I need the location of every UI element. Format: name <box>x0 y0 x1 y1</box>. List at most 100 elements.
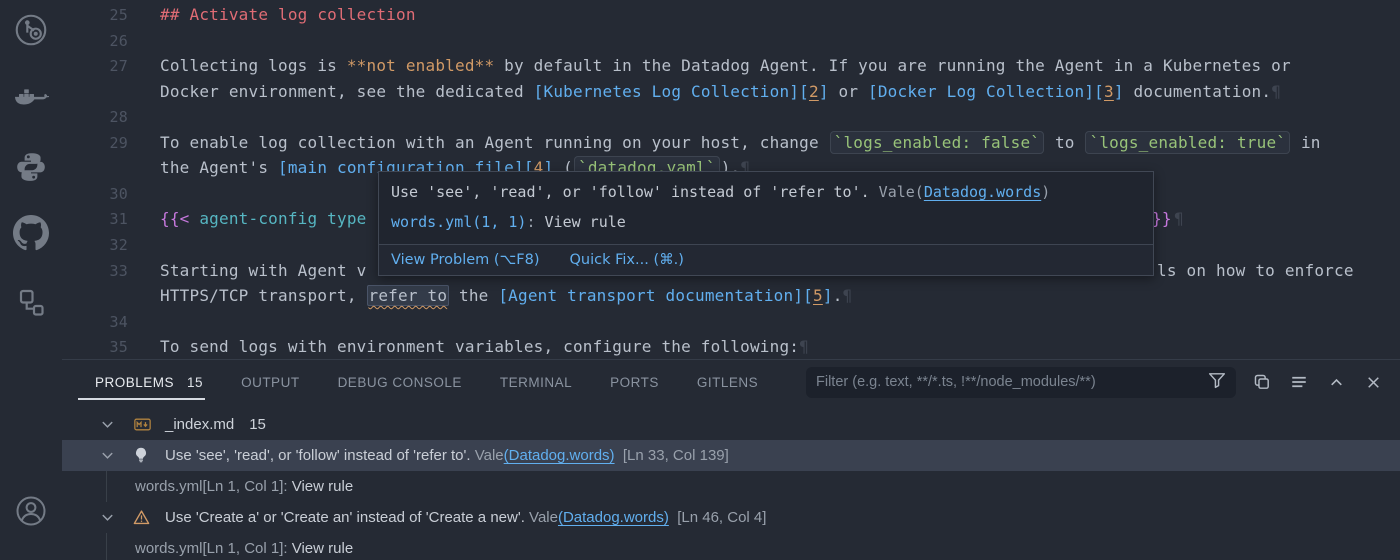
tab-label: PROBLEMS <box>95 374 175 390</box>
problem-text-segment: [Ln 46, Col 4] <box>677 509 767 526</box>
markdown-link[interactable]: ] <box>822 286 833 306</box>
markdown-link[interactable]: ] <box>543 158 554 178</box>
problem-hover-tooltip: Use 'see', 'read', or 'follow' instead o… <box>378 171 1154 276</box>
activity-bar-item-extension-scan[interactable] <box>0 6 62 54</box>
line-number: 33 <box>109 261 128 280</box>
markdown-link[interactable]: 4 <box>533 158 544 178</box>
code-content: Collecting logs is **not enabled** by de… <box>160 53 1400 79</box>
markdown-link[interactable]: ] <box>1113 81 1124 101</box>
code-content: To send logs with environment variables,… <box>160 334 1400 359</box>
filter-funnel-icon[interactable] <box>1208 371 1226 389</box>
line-number: 30 <box>109 184 128 203</box>
code-line-31: 31{{< agent-config type}}¶ <box>62 206 1400 232</box>
code-segment: To send logs with environment variables,… <box>160 337 800 357</box>
code-line-27: 27 Collecting logs is **not enabled** by … <box>62 53 1400 79</box>
code-segment: in <box>1291 132 1321 152</box>
code-segment: . <box>832 286 843 306</box>
activity-bar-item-account[interactable] <box>0 487 62 535</box>
filter-funnel-icon[interactable] <box>1208 371 1226 394</box>
markdown-link[interactable]: [Docker Log Collection][ <box>868 81 1105 101</box>
extension-scan-icon <box>12 11 50 49</box>
code-segment: ¶ <box>1174 209 1184 229</box>
code-segment: documentation. <box>1123 81 1272 101</box>
problem-text-segment: words.yml[Ln 1, Col 1]: <box>135 478 292 495</box>
problem-text-segment <box>615 447 623 464</box>
symbols-icon <box>15 286 47 318</box>
markdown-link[interactable]: ] <box>818 81 829 101</box>
line-number: 34 <box>109 312 128 331</box>
copy-icon <box>1253 373 1271 391</box>
code-segment: Docker environment, see the dedicated <box>160 81 534 101</box>
line-number: 35 <box>109 338 128 357</box>
github-icon <box>13 215 49 251</box>
tab-label: DEBUG CONSOLE <box>337 374 462 390</box>
problem-text: Use 'see', 'read', or 'follow' instead o… <box>165 447 729 464</box>
tab-debug-console[interactable]: DEBUG CONSOLE <box>338 375 462 390</box>
problems-filter-input[interactable] <box>816 374 1200 390</box>
maximize-panel-button[interactable] <box>1325 371 1347 393</box>
problem-text-segment: View rule <box>291 540 354 557</box>
markdown-link[interactable]: 2 <box>808 81 819 101</box>
tab-gitlens[interactable]: GITLENS <box>697 375 758 390</box>
code-line-28: 28 <box>62 104 1400 130</box>
markdown-link[interactable]: 5 <box>813 286 823 306</box>
lightbulb-icon <box>133 447 149 463</box>
markdown-link[interactable]: 3 <box>1104 81 1114 101</box>
tooltip-rule-line: words.yml(1, 1): View rule <box>379 204 1153 244</box>
markdown-link[interactable]: [Agent transport documentation][ <box>498 286 813 306</box>
tooltip-link[interactable]: Datadog.words <box>923 183 1042 201</box>
code-content <box>160 104 1400 130</box>
close-panel-button[interactable] <box>1362 371 1384 393</box>
code-content <box>160 309 1400 335</box>
code-segment: refer to <box>366 285 450 307</box>
problem-text-segment: [Ln 33, Col 139] <box>622 447 729 464</box>
chevron-down-icon[interactable] <box>100 417 115 432</box>
tab-output[interactable]: OUTPUT <box>241 375 300 390</box>
problem-row[interactable]: Use 'see', 'read', or 'follow' instead o… <box>62 440 1400 471</box>
code-segment: agent-config type <box>199 209 367 229</box>
code-content: HTTPS/TCP transport, refer to the [Agent… <box>160 283 1400 309</box>
problems-file-count: 15 <box>249 416 266 433</box>
problem-text-segment: Use 'see', 'read', or 'follow' instead o… <box>165 447 475 464</box>
related-info-row[interactable]: words.yml[Ln 1, Col 1]: View rule <box>62 471 1400 502</box>
view-as-list-button[interactable] <box>1288 371 1310 393</box>
activity-bar-item-github[interactable] <box>0 209 62 257</box>
problem-row[interactable]: Use 'Create a' or 'Create an' instead of… <box>62 502 1400 533</box>
code-segment: by default in the Datadog Agent. If you … <box>494 56 1291 76</box>
code-content: {{< agent-config type}}¶ <box>160 206 1400 232</box>
code-segment: the <box>449 286 499 306</box>
line-number: 27 <box>109 57 128 76</box>
tooltip-text: ) <box>1041 183 1051 201</box>
line-number: 28 <box>109 108 128 127</box>
problem-source-link[interactable]: (Datadog.words) <box>503 447 615 464</box>
activity-bar-item-python[interactable] <box>0 143 62 191</box>
view-problem-action[interactable]: View Problem (⌥F8) <box>391 252 540 268</box>
indent-guide <box>106 471 107 502</box>
line-number: 26 <box>109 31 128 50</box>
tab-ports[interactable]: PORTS <box>610 375 659 390</box>
markdown-file-icon <box>134 416 151 433</box>
activity-bar-item-symbols[interactable] <box>0 278 62 326</box>
tooltip-message: Use 'see', 'read', or 'follow' instead o… <box>379 172 1153 204</box>
tab-terminal[interactable]: TERMINAL <box>500 375 572 390</box>
tooltip-actions: View Problem (⌥F8) Quick Fix... (⌘.) <box>379 244 1153 275</box>
activity-bar-item-docker[interactable] <box>0 74 62 122</box>
chevron-down-icon[interactable] <box>100 448 115 463</box>
problem-text-segment: Use 'Create a' or 'Create an' instead of… <box>165 509 530 526</box>
quick-fix-action[interactable]: Quick Fix... (⌘.) <box>569 252 684 268</box>
problem-source-link[interactable]: (Datadog.words) <box>557 509 669 526</box>
code-segment: `logs_enabled: false` <box>829 130 1045 154</box>
tooltip-text: : <box>526 213 545 231</box>
code-line-30: 30 <box>62 181 1400 207</box>
markdown-link[interactable]: [Kubernetes Log Collection][ <box>533 81 809 101</box>
chevron-down-icon[interactable] <box>100 510 115 525</box>
copy-button[interactable] <box>1251 371 1273 393</box>
docker-icon <box>13 83 49 113</box>
related-info-row[interactable]: words.yml[Ln 1, Col 1]: View rule <box>62 533 1400 560</box>
